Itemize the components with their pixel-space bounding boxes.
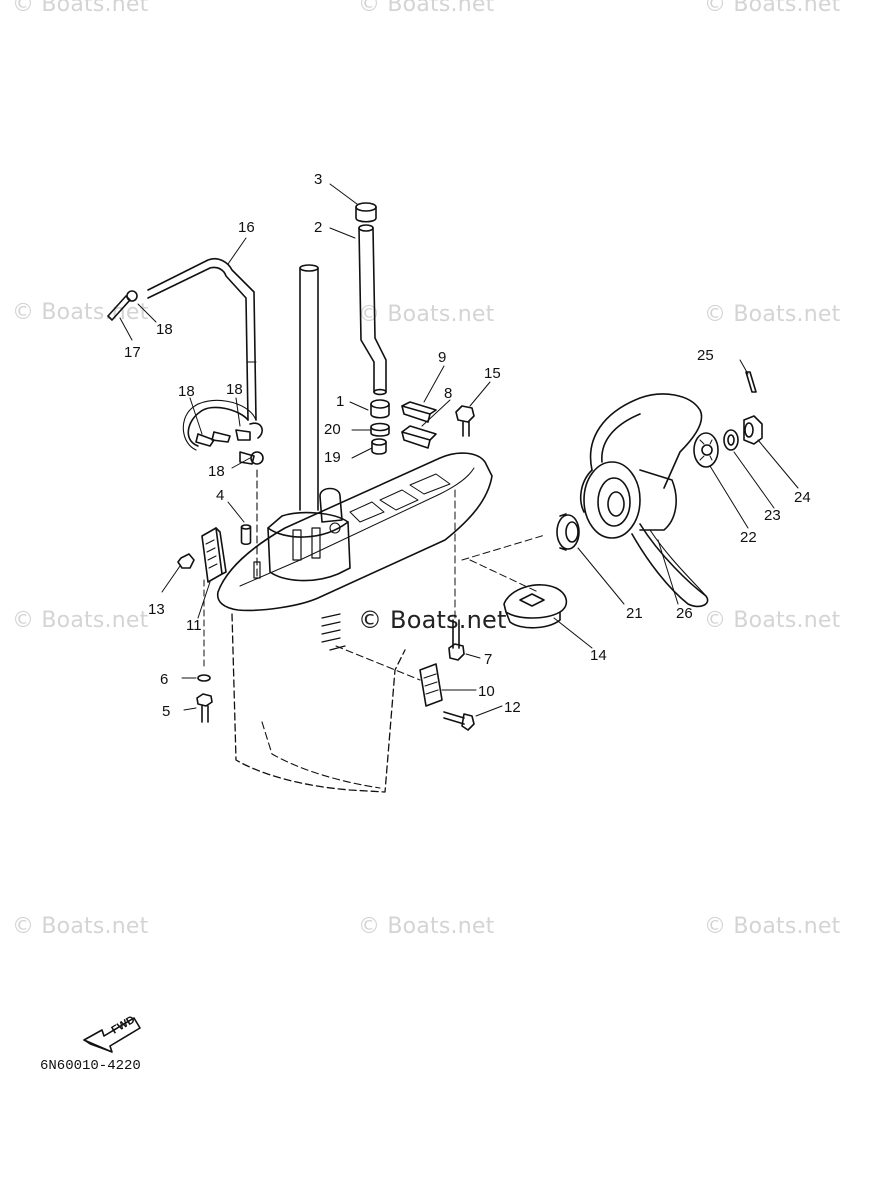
callout: 3 [314,171,322,188]
callout: 2 [314,219,322,236]
spacer-21 [556,513,580,551]
watermark: © Boats.net [704,608,841,633]
callout: 15 [484,365,501,382]
bolt-7 [448,619,465,661]
watermark: © Boats.net [704,302,841,327]
callout: 8 [444,385,452,402]
callout: 10 [478,683,495,700]
callout: 21 [626,605,643,622]
fwd-label: FWD [110,1014,138,1037]
seal-parts [370,399,390,455]
callout: 19 [324,449,341,466]
lower-casing [216,452,493,793]
nut-13 [177,553,195,569]
callout: 13 [148,601,165,618]
fwd-arrow-icon: FWD [83,1014,141,1053]
diagram-code: 6N60010-4220 [40,1058,141,1074]
washer-23 [723,429,739,451]
callout: 24 [794,489,811,506]
bolt-5 [196,693,213,723]
callout: 1 [336,393,344,410]
spacer-22 [693,432,719,468]
bolt-15 [455,405,475,437]
callout: 11 [186,617,202,634]
watermark: © Boats.net [12,914,149,939]
watermark: © Boats.net [704,914,841,939]
pin-4 [240,524,252,546]
callout: 18 [156,321,173,338]
callout: 23 [764,507,781,524]
callout: 26 [676,605,693,622]
hose-16 [147,257,257,451]
trim-anode-14 [503,584,568,629]
washer-6 [197,674,211,682]
callout: 17 [124,344,141,361]
watermark: © Boats.net [12,0,149,17]
watermark: © Boats.net [358,0,495,17]
cotter-pin-25 [745,371,757,393]
callout: 18 [226,381,243,398]
watermark-center: © Boats.net [358,606,507,634]
callout: 7 [484,651,492,668]
pads-8-9 [401,401,437,449]
nut-24 [743,415,763,445]
callout: 14 [590,647,607,664]
callout: 20 [324,421,341,438]
fittings-17-18 [107,290,264,465]
watermark: © Boats.net [358,302,495,327]
callout: 18 [208,463,225,480]
callout: 9 [438,349,446,366]
bolt-12 [443,711,475,731]
callout: 5 [162,703,170,720]
grille-11 [201,527,227,583]
grille-10 [419,663,443,707]
propeller-26 [579,393,709,608]
callout: 16 [238,219,255,236]
water-tube [358,224,387,396]
leader-lines [119,183,799,717]
callout: 4 [216,487,224,504]
watermark: © Boats.net [704,0,841,17]
callout: 25 [697,347,714,364]
watermark: © Boats.net [358,914,495,939]
watermark: © Boats.net [12,608,149,633]
callout: 12 [504,699,521,716]
callout: 22 [740,529,757,546]
grommet-3 [355,202,377,223]
drive-shaft [299,264,319,511]
callout-numbers: 3 2 16 18 17 9 15 25 1 8 18 18 20 19 18 … [124,171,811,720]
callout: 18 [178,383,195,400]
callout: 6 [160,671,168,688]
